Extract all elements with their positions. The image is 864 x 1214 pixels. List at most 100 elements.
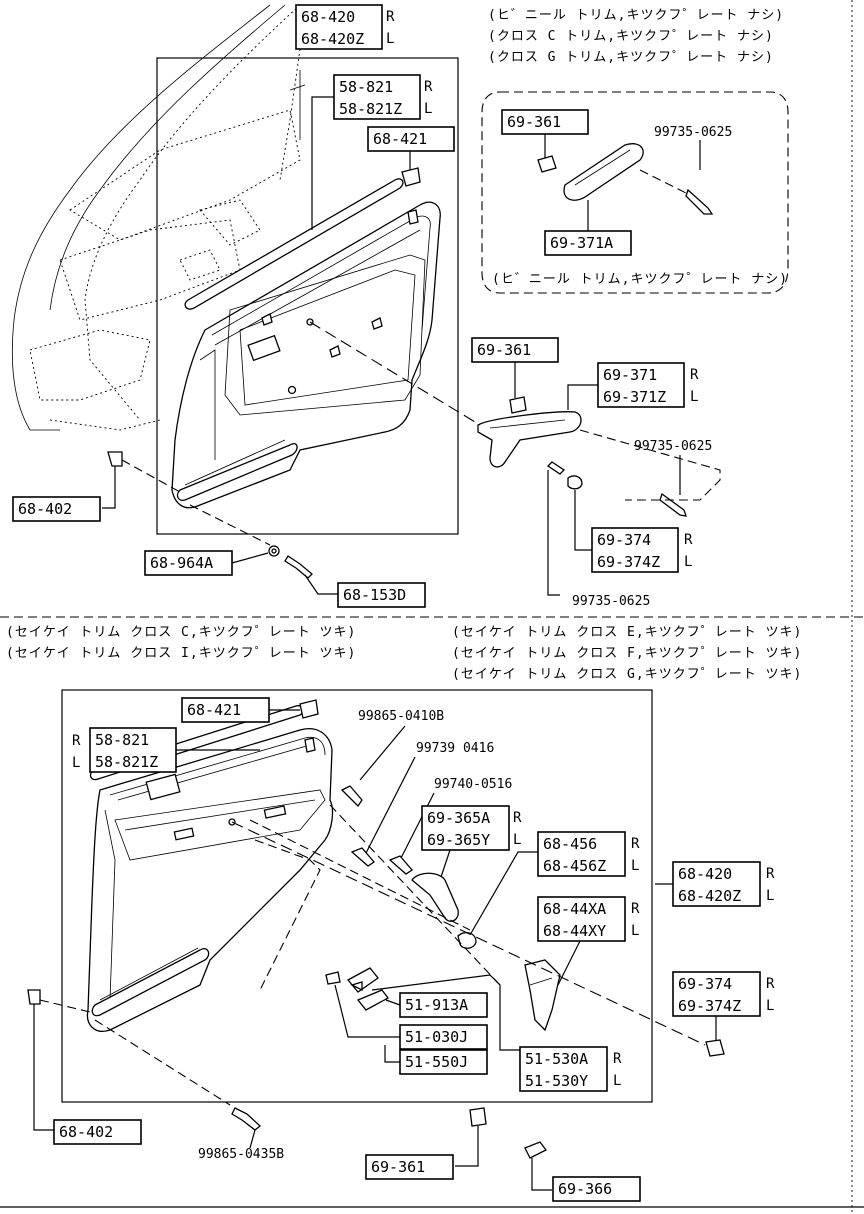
label-69-374: 69-374 69-374Z R L [591,527,693,573]
bolt-label-99865-0435: 99865-0435B [198,1147,284,1162]
label-68-964A: 68-964A [144,550,233,576]
bolt-label-99740: 99740-0516 [434,777,512,792]
side-l: L [766,998,774,1014]
part-number: 69-361 [371,1158,425,1176]
part-number: 51-030J [405,1028,468,1046]
side-r: R [386,9,395,25]
part-number: 51-530Y [525,1072,588,1090]
bracket [524,959,561,1032]
side-l: L [424,101,432,117]
part-number: 68-420Z [678,887,741,905]
top-weatherstrip [184,178,404,310]
side-r: R [631,901,640,917]
inset-note: (ヒ゛ニール トリム,キツクフ゜レート ナシ) [492,272,788,287]
top-panel-frame [156,57,459,535]
bottom-handle [411,872,459,922]
part-number: 58-821Z [95,753,158,771]
label-51-530: 51-530A 51-530Y R L [519,1046,622,1092]
label-51-030J: 51-030J [399,1024,488,1050]
escutcheon [346,967,379,993]
bolt-label-99865-0410: 99865-0410B [358,709,444,724]
part-number: 68-402 [59,1123,113,1141]
label-68-402-top: 68-402 [12,496,101,522]
label-69-374-bottom: 69-374 69-374Z R L [672,971,775,1017]
label-68-420: 68-420 68-420Z R L [295,4,395,50]
label-68-421-bottom: 68-421 [181,697,270,723]
part-number: 68-402 [18,500,72,518]
side-r: R [766,866,775,882]
side-r: R [613,1051,622,1067]
part-number: 68-420 [678,865,732,883]
part-number: 68-420 [301,8,355,26]
top-door-trim-panel [171,201,441,509]
bottom-door-trim-panel [86,728,334,1032]
side-l: L [684,554,692,570]
part-number: 69-366 [558,1180,612,1198]
side-r: R [766,976,775,992]
label-68-153D: 68-153D [337,582,426,608]
top-clip-68-402 [107,451,123,467]
side-l: L [631,923,639,939]
part-number: 69-371 [603,366,657,384]
part-number: 68-421 [187,701,241,719]
bottom-notes-right: (セイケイ トリム クロス E,キツクフ゜レート ツキ) (セイケイ トリム ク… [452,625,802,682]
part-number: 69-374 [678,975,732,993]
inset-grip-handle [563,143,644,201]
side-l: L [72,755,80,771]
label-68-420-bottom: 68-420 68-420Z R L [672,861,775,907]
bottom-note-right-3: (セイケイ トリム クロス G,キツクフ゜レート ツキ) [452,667,802,682]
part-number: 68-153D [343,586,406,604]
label-68-44X: 68-44XA 68-44XY R L [537,896,640,942]
part-number: 68-456 [543,835,597,853]
part-number: 68-456Z [543,857,606,875]
bottom-panel-frame [61,689,653,1103]
label-68-402-bottom: 68-402 [53,1119,142,1145]
side-l: L [513,832,521,848]
side-l: L [631,858,639,874]
label-58-821: 58-821 58-821Z R L [333,74,433,120]
part-number: 51-530A [525,1050,588,1068]
car-body-outline [11,4,306,431]
label-69-361-bottom: 69-361 [365,1154,454,1180]
top-note-1: (ヒ゛ニール トリム,キツクフ゜レート ナシ) [488,8,784,23]
label-58-821-bottom: R L 58-821 58-821Z [72,727,177,773]
top-notes: (ヒ゛ニール トリム,キツクフ゜レート ナシ) (クロス C トリム,キツクフ゜… [488,8,784,65]
side-r: R [631,836,640,852]
part-number: 69-365Y [427,831,490,849]
top-note-3: (クロス G トリム,キツクフ゜レート ナシ) [488,50,774,65]
top-clip-68-421 [401,167,421,187]
label-51-913A: 51-913A [399,992,488,1018]
inset-screw-label: 99735-0625 [654,125,732,140]
inset-box [481,91,789,294]
bottom-note-right-1: (セイケイ トリム クロス E,キツクフ゜レート ツキ) [452,625,802,640]
part-number: 68-420Z [301,30,364,48]
bottom-note-left-1: (セイケイ トリム クロス C,キツクフ゜レート ツキ) [6,625,356,640]
label-68-456: 68-456 68-456Z R L [537,831,640,877]
part-number: 51-913A [405,996,468,1014]
part-number: 68-964A [150,554,213,572]
part-number: 69-361 [507,113,561,131]
label-69-366: 69-366 [552,1176,641,1202]
inset-label-69-361: 69-361 [501,109,589,135]
side-r: R [72,733,81,749]
label-51-550J: 51-550J [399,1049,488,1075]
label-69-371: 69-371 69-371Z R L [597,362,699,408]
part-number: 58-821 [95,731,149,749]
screw-label-a: 99735-0625 [634,439,712,454]
part-number: 58-821 [339,78,393,96]
part-number: 69-365A [427,809,490,827]
label-69-365: 69-365A 69-365Y R L [421,805,522,851]
side-l: L [690,389,698,405]
part-number: 69-371A [550,234,613,252]
part-number: 51-550J [405,1053,468,1071]
label-68-421: 68-421 [367,126,455,152]
part-number: 69-371Z [603,388,666,406]
bottom-notes-left: (セイケイ トリム クロス C,キツクフ゜レート ツキ) (セイケイ トリム ク… [6,625,356,661]
side-r: R [690,367,699,383]
top-note-2: (クロス C トリム,キツクフ゜レート ナシ) [488,29,774,44]
part-number: 69-374Z [597,553,660,571]
part-number: 69-361 [477,341,531,359]
part-number: 69-374Z [678,997,741,1015]
side-l: L [386,31,394,47]
